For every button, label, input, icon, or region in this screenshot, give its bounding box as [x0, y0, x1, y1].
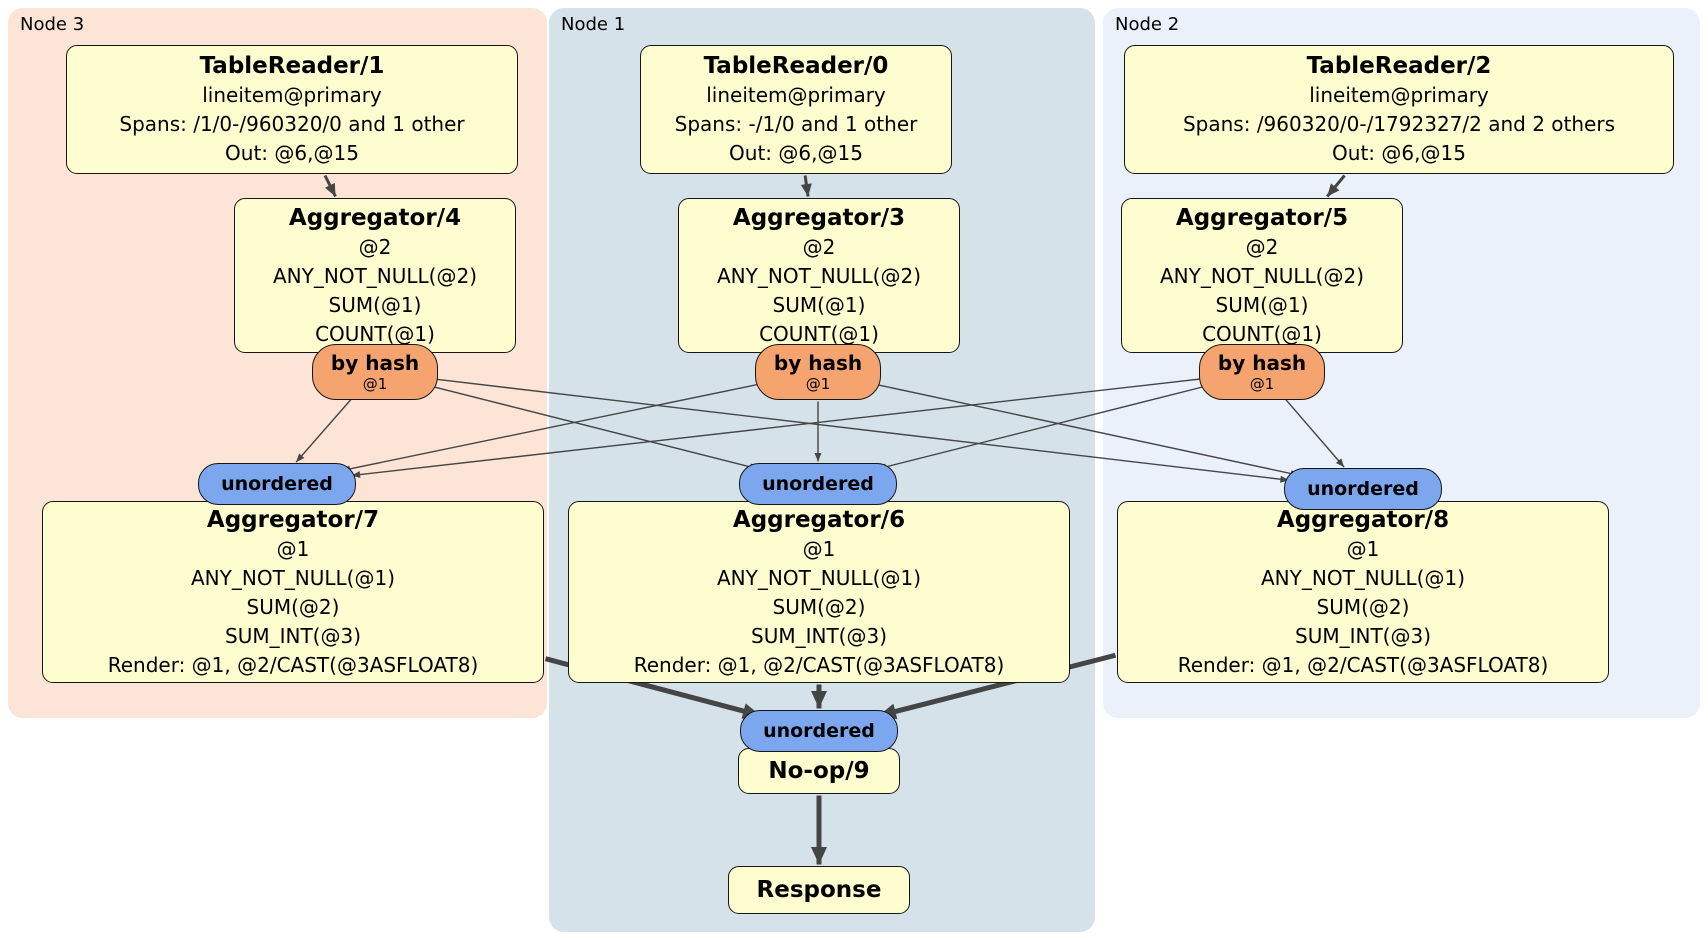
processor-title: Aggregator/6 — [732, 506, 906, 533]
edge-byhash5-to-unord8 — [1285, 398, 1345, 468]
processor-detail-line: @1 — [1346, 536, 1380, 561]
processor-detail-line: Render: @1, @2/CAST(@3ASFLOAT8) — [107, 652, 479, 677]
processor-detail-line: @2 — [1245, 234, 1279, 259]
sync-unordered-9: unordered — [740, 710, 898, 752]
edge-tr0-to-agg3 — [800, 175, 812, 197]
processor-detail-line: SUM(@2) — [1316, 594, 1410, 619]
processor-detail-line: @1 — [276, 536, 310, 561]
processor-title: Aggregator/7 — [206, 506, 380, 533]
processor-aggregator-3: Aggregator/3 @2 ANY_NOT_NULL(@2) SUM(@1)… — [678, 198, 960, 353]
processor-detail-line: lineitem@primary — [202, 83, 382, 107]
processor-aggregator-6: Aggregator/6 @1 ANY_NOT_NULL(@1) SUM(@2)… — [568, 501, 1070, 683]
sync-unordered-7: unordered — [198, 463, 356, 505]
processor-no-op-9: No-op/9 — [738, 748, 900, 794]
router-by-hash-3: by hash @1 — [755, 344, 881, 400]
processor-detail-line: Out: @6,@15 — [225, 141, 359, 165]
router-key: @1 — [1249, 375, 1275, 393]
router-title: by hash — [1217, 351, 1307, 375]
processor-detail-line: ANY_NOT_NULL(@2) — [1160, 263, 1364, 288]
processor-detail-line: SUM(@1) — [772, 292, 866, 317]
edge-byhash4-to-unord7 — [295, 398, 352, 463]
processor-aggregator-5: Aggregator/5 @2 ANY_NOT_NULL(@2) SUM(@1)… — [1121, 198, 1403, 353]
processor-title: Aggregator/3 — [732, 204, 906, 231]
processor-title: No-op/9 — [768, 758, 870, 784]
processor-detail-line: Spans: -/1/0 and 1 other — [674, 112, 918, 136]
edge-byhash4-to-unord8 — [437, 378, 1289, 483]
sync-label: unordered — [221, 473, 333, 495]
processor-detail-line: SUM(@2) — [772, 594, 866, 619]
edge-byhash3-to-unord7 — [341, 383, 760, 473]
processor-detail-line: lineitem@primary — [1309, 83, 1489, 107]
processor-title: TableReader/0 — [703, 53, 889, 79]
processor-detail-line: lineitem@primary — [706, 83, 886, 107]
processor-aggregator-4: Aggregator/4 @2 ANY_NOT_NULL(@2) SUM(@1)… — [234, 198, 516, 353]
edge-byhash4-to-unord6 — [431, 385, 759, 471]
processor-detail-line: @2 — [802, 234, 836, 259]
edge-byhash3-to-unord8 — [876, 383, 1300, 477]
sync-label: unordered — [762, 473, 874, 495]
processor-title: Aggregator/5 — [1175, 204, 1349, 231]
processor-detail-line: SUM(@1) — [1215, 292, 1309, 317]
sync-label: unordered — [1307, 478, 1419, 500]
router-by-hash-4: by hash @1 — [312, 344, 438, 400]
sync-label: unordered — [763, 720, 875, 742]
processor-detail-line: Out: @6,@15 — [1332, 141, 1466, 165]
processor-detail-line: @1 — [802, 536, 836, 561]
sync-unordered-8: unordered — [1284, 468, 1442, 510]
router-key: @1 — [805, 375, 831, 393]
processor-detail-line: SUM(@2) — [246, 594, 340, 619]
router-key: @1 — [362, 375, 388, 393]
processor-detail-line: @2 — [358, 234, 392, 259]
processor-title: Response — [756, 877, 882, 903]
processor-response: Response — [728, 866, 910, 914]
edge-byhash5-to-unord7 — [351, 378, 1200, 479]
processor-detail-line: SUM_INT(@3) — [1295, 623, 1431, 648]
processor-detail-line: Render: @1, @2/CAST(@3ASFLOAT8) — [1177, 652, 1549, 677]
router-title: by hash — [773, 351, 863, 375]
processor-detail-line: ANY_NOT_NULL(@1) — [717, 565, 921, 590]
processor-detail-line: COUNT(@1) — [1202, 321, 1322, 346]
processor-detail-line: SUM(@1) — [328, 292, 422, 317]
processor-detail-line: SUM_INT(@3) — [225, 623, 361, 648]
processor-title: Aggregator/4 — [288, 204, 462, 231]
processor-aggregator-7: Aggregator/7 @1 ANY_NOT_NULL(@1) SUM(@2)… — [42, 501, 544, 683]
processor-detail-line: ANY_NOT_NULL(@1) — [191, 565, 395, 590]
edge-agg8-to-unord9 — [877, 652, 1117, 720]
sync-unordered-6: unordered — [739, 463, 897, 505]
region-label: Node 2 — [1115, 14, 1180, 35]
processor-tablereader-2: TableReader/2 lineitem@primary Spans: /9… — [1124, 45, 1674, 174]
processor-detail-line: ANY_NOT_NULL(@2) — [717, 263, 921, 288]
processor-detail-line: Out: @6,@15 — [729, 141, 863, 165]
processor-detail-line: Spans: /1/0-/960320/0 and 1 other — [119, 112, 465, 136]
router-by-hash-5: by hash @1 — [1199, 344, 1325, 400]
processor-detail-line: Spans: /960320/0-/1792327/2 and 2 others — [1182, 112, 1615, 136]
processor-detail-line: COUNT(@1) — [759, 321, 879, 346]
router-title: by hash — [330, 351, 420, 375]
edge-tr2-to-agg5 — [1326, 174, 1346, 198]
processor-detail-line: ANY_NOT_NULL(@2) — [273, 263, 477, 288]
processor-title: TableReader/1 — [199, 53, 385, 79]
processor-detail-line: SUM_INT(@3) — [751, 623, 887, 648]
edge-tr1-to-agg4 — [323, 174, 337, 198]
processor-title: Aggregator/8 — [1276, 506, 1450, 533]
processor-detail-line: ANY_NOT_NULL(@1) — [1261, 565, 1465, 590]
region-label: Node 3 — [20, 14, 85, 35]
processor-tablereader-0: TableReader/0 lineitem@primary Spans: -/… — [640, 45, 952, 174]
processor-title: TableReader/2 — [1306, 53, 1492, 79]
processor-detail-line: COUNT(@1) — [315, 321, 435, 346]
processor-detail-line: Render: @1, @2/CAST(@3ASFLOAT8) — [633, 652, 1005, 677]
edge-byhash5-to-unord6 — [877, 385, 1206, 471]
region-label: Node 1 — [561, 14, 626, 35]
processor-tablereader-1: TableReader/1 lineitem@primary Spans: /1… — [66, 45, 518, 174]
processor-aggregator-8: Aggregator/8 @1 ANY_NOT_NULL(@1) SUM(@2)… — [1117, 501, 1609, 683]
